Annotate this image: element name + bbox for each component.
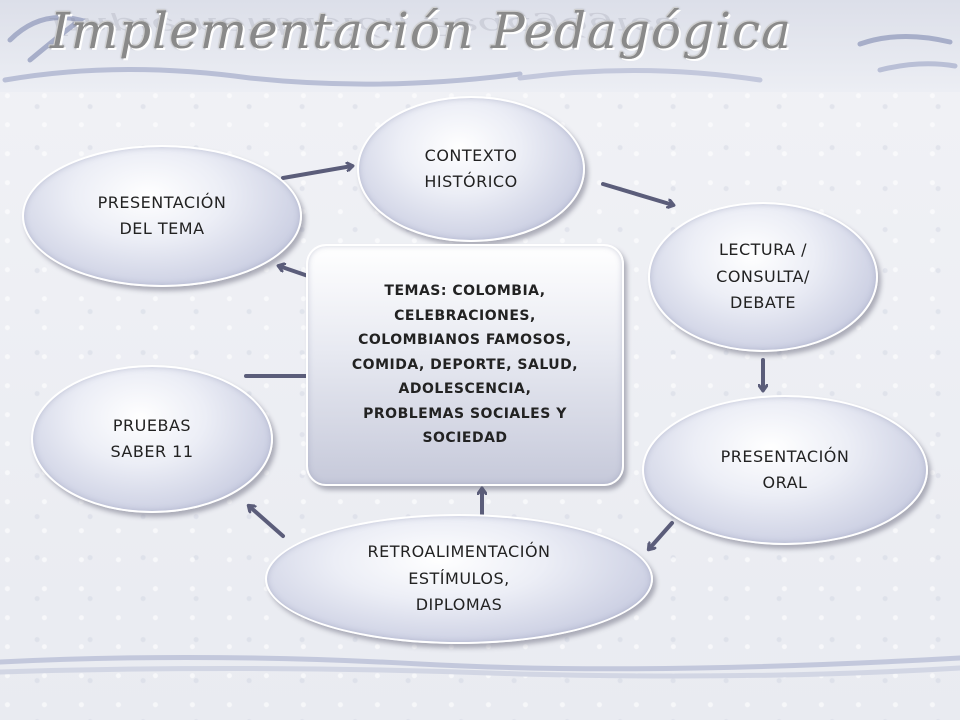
node-lectura-label: LECTURA / CONSULTA/ DEBATE [716,240,810,313]
node-retroalimentacion-label: RETROALIMENTACIÓN ESTÍMULOS, DIPLOMAS [367,542,551,615]
node-retroalimentacion: RETROALIMENTACIÓN ESTÍMULOS, DIPLOMAS [265,514,653,644]
arrow-oral-to-retro [649,521,674,549]
node-lectura-consulta-debate: LECTURA / CONSULTA/ DEBATE [648,202,878,352]
arrow-center-to-tema [279,266,313,279]
node-pruebas-label: PRUEBAS SABER 11 [110,415,194,461]
arrow-contexto-to-lectura [601,182,673,205]
center-topics-label: TEMAS: COLOMBIA, CELEBRACIONES, COLOMBIA… [351,283,579,447]
arrow-tema-to-contexto [281,166,352,180]
header-swirl-decoration [2,15,958,87]
center-topics-box: TEMAS: COLOMBIA, CELEBRACIONES, COLOMBIA… [306,244,624,486]
node-contexto-historico-label: CONTEXTO HISTÓRICO [424,145,518,191]
node-pruebas-saber: PRUEBAS SABER 11 [31,365,273,513]
node-presentacion-tema: PRESENTACIÓN DEL TEMA [22,145,302,287]
footer-swirl-decoration [0,654,960,679]
node-presentacion-oral-label: PRESENTACIÓN ORAL [720,446,850,492]
arrow-retro-to-pruebas [249,506,285,538]
node-presentacion-tema-label: PRESENTACIÓN DEL TEMA [97,192,227,238]
node-presentacion-oral: PRESENTACIÓN ORAL [642,395,928,545]
node-contexto-historico: CONTEXTO HISTÓRICO [357,96,585,242]
page-title: Implementación Pedagógica [50,2,792,60]
